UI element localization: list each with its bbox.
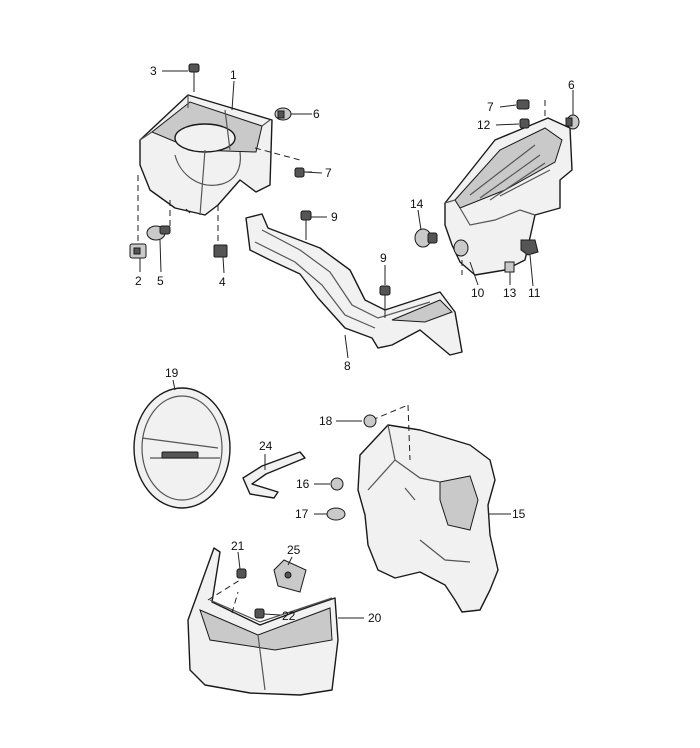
part-3-bolt-icon: [188, 63, 200, 92]
callout-17: 17: [295, 507, 309, 521]
part-18-clip-icon: [363, 414, 377, 428]
part-14-grommet-icon: [414, 228, 438, 248]
part-17-cap-icon: [326, 507, 346, 521]
callout-1: 1: [230, 68, 237, 82]
callout-9-lower: 9: [380, 251, 387, 265]
part-24-strap: [242, 451, 306, 499]
part-12-screw-icon: [519, 118, 530, 129]
part-8-cross-member: [245, 213, 463, 356]
part-6-clip-icon: [274, 107, 292, 121]
part-25-lock-plate-icon: [273, 559, 307, 593]
callout-25: 25: [287, 543, 301, 557]
callout-12: 12: [477, 118, 491, 132]
callout-22: 22: [282, 609, 296, 623]
part-2-nut-icon: [129, 243, 147, 259]
part-22-screw-icon: [254, 608, 265, 619]
callout-4: 4: [219, 275, 226, 289]
callout-7-right: 7: [487, 100, 494, 114]
part-5-grommet-icon: [146, 225, 171, 241]
callout-24: 24: [259, 439, 273, 453]
callout-labels: 1 3 6 7 2 5 4 9 9 8 7 12 6 14 10 13 11 1…: [135, 64, 575, 625]
part-20-compartment-tray: [187, 547, 339, 696]
callout-18: 18: [319, 414, 333, 428]
leader-lines: [139, 70, 574, 619]
callout-13: 13: [503, 286, 517, 300]
callout-9-upper: 9: [331, 210, 338, 224]
part-13-clip-icon: [504, 261, 515, 273]
callout-20: 20: [368, 611, 382, 625]
callout-15: 15: [512, 507, 526, 521]
callout-21: 21: [231, 539, 245, 553]
callout-10: 10: [471, 286, 485, 300]
callout-7: 7: [325, 166, 332, 180]
part-15-trunk-lining: [357, 404, 499, 613]
part-4-clip-icon: [213, 244, 228, 258]
callout-6-right: 6: [568, 78, 575, 92]
callout-19: 19: [165, 366, 179, 380]
part-7-screw-right-icon: [516, 99, 530, 110]
callout-6: 6: [313, 107, 320, 121]
part-1-luggage-tub: [137, 94, 301, 248]
callout-3: 3: [150, 64, 157, 78]
callout-16: 16: [296, 477, 310, 491]
callout-5: 5: [157, 274, 164, 288]
part-10-grommet-icon: [453, 239, 469, 257]
callout-14: 14: [410, 197, 424, 211]
callout-2: 2: [135, 274, 142, 288]
part-16-clip-icon: [330, 477, 344, 491]
part-11-bracket-icon: [520, 239, 539, 256]
callout-8: 8: [344, 359, 351, 373]
part-21-screw-icon: [236, 568, 247, 579]
callout-11: 11: [528, 286, 541, 300]
part-9-bolt-upper-icon: [300, 210, 312, 240]
part-19-spare-wheel-cover: [133, 387, 231, 509]
part-9-bolt-lower-icon: [379, 285, 391, 318]
part-10-side-panel: [444, 100, 573, 276]
